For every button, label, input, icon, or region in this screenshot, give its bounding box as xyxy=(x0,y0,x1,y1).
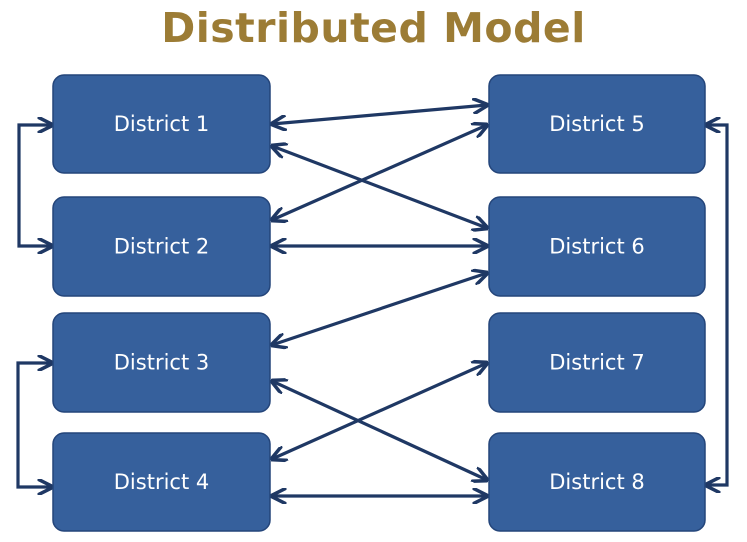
district-6-box xyxy=(488,196,706,297)
connector-d1-d2 xyxy=(17,125,52,246)
connector-d4-d7 xyxy=(272,363,487,459)
diagram-title: Distributed Model xyxy=(161,4,586,52)
district-1-label: District 1 xyxy=(114,112,209,136)
district-4-box xyxy=(52,432,271,532)
district-nodes: District 1 District 2 District 3 Distric… xyxy=(52,74,706,532)
district-3-label: District 3 xyxy=(114,351,209,375)
connector-d3-d8 xyxy=(272,381,487,480)
connector-d1-d6 xyxy=(272,146,487,228)
district-8-label: District 8 xyxy=(549,470,644,494)
district-5-box xyxy=(488,74,706,174)
district-8-box xyxy=(488,432,706,532)
district-5-label: District 5 xyxy=(549,112,644,136)
district-8-node: District 8 xyxy=(488,432,706,532)
district-6-label: District 6 xyxy=(549,235,644,259)
district-6-node: District 6 xyxy=(488,196,706,297)
district-7-node: District 7 xyxy=(488,312,706,413)
connector-d5-d8 xyxy=(706,125,729,485)
district-3-box xyxy=(52,312,271,413)
connections-layer xyxy=(16,105,729,496)
district-1-node: District 1 xyxy=(52,74,271,174)
connector-d3-d4 xyxy=(16,363,52,487)
connector-d2-d5 xyxy=(272,125,487,220)
district-5-node: District 5 xyxy=(488,74,706,174)
district-4-label: District 4 xyxy=(114,470,209,494)
district-2-node: District 2 xyxy=(52,196,271,297)
district-2-box xyxy=(52,196,271,297)
district-7-label: District 7 xyxy=(549,351,644,375)
district-2-label: District 2 xyxy=(114,235,209,259)
connector-d3-d6 xyxy=(272,273,487,345)
district-4-node: District 4 xyxy=(52,432,271,532)
district-3-node: District 3 xyxy=(52,312,271,413)
district-1-box xyxy=(52,74,271,174)
district-7-box xyxy=(488,312,706,413)
connector-d1-d5 xyxy=(272,105,487,124)
